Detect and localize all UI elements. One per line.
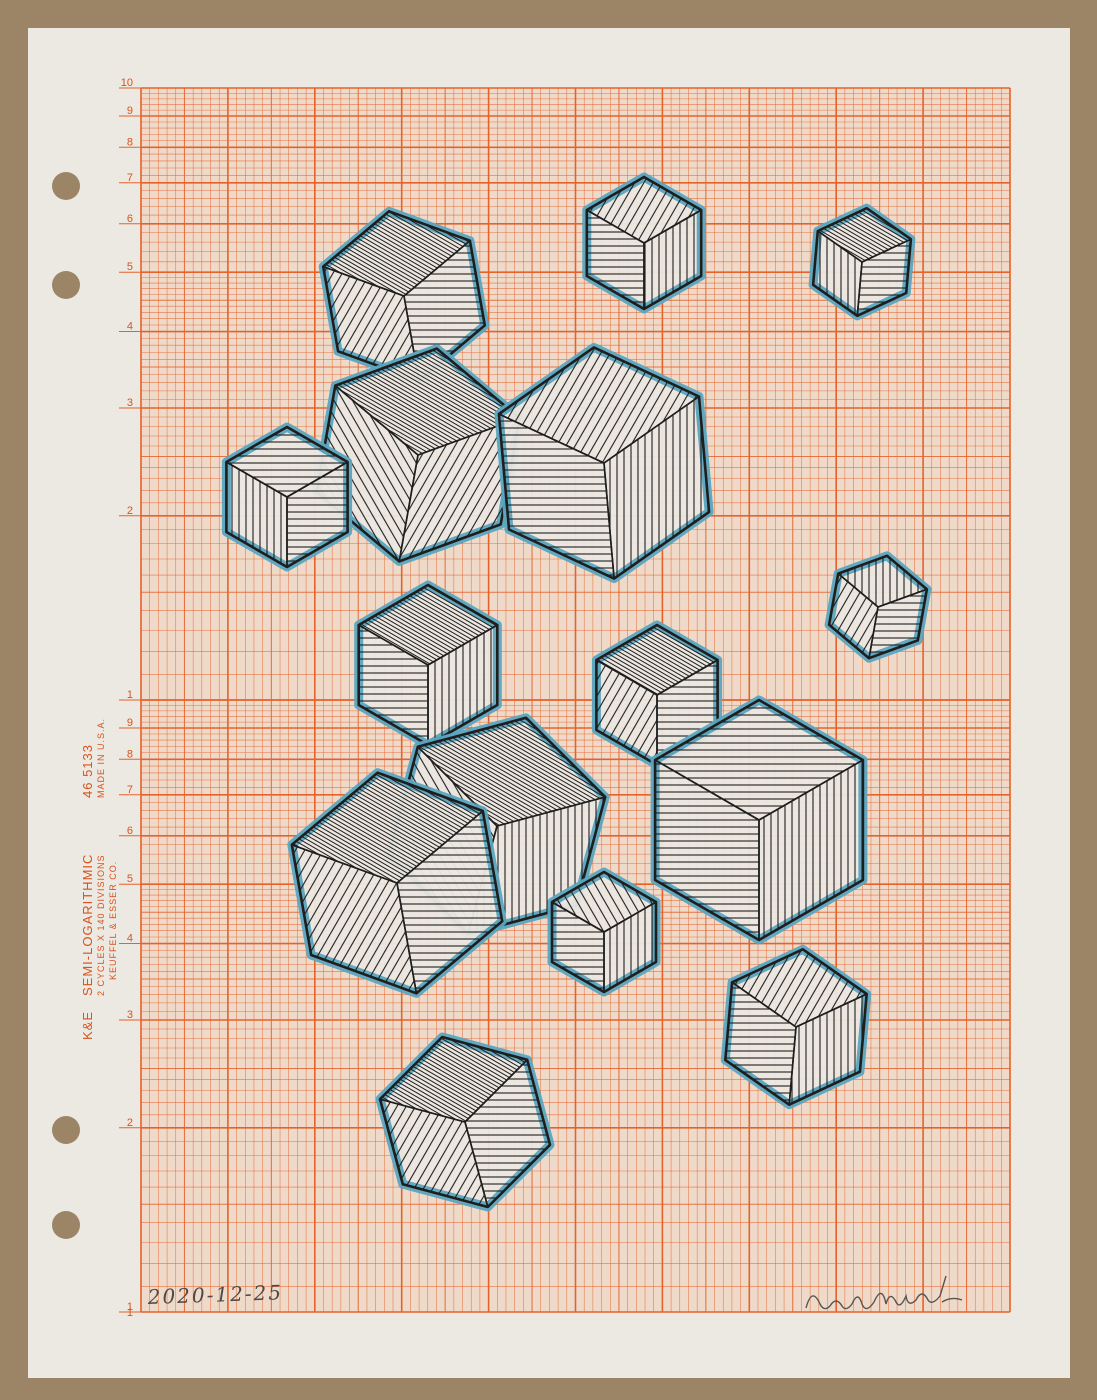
paper-imprint: K&E SEMI-LOGARITHMIC 46 5133 2 CYCLES X … bbox=[80, 718, 118, 1040]
imprint-divisions: 2 CYCLES X 140 DIVISIONS bbox=[96, 854, 106, 996]
hatched-cube bbox=[582, 172, 706, 314]
binder-hole bbox=[52, 1116, 80, 1144]
scale-label: 10 bbox=[121, 77, 133, 89]
hatched-cube bbox=[650, 695, 868, 945]
hatched-cube bbox=[318, 206, 490, 386]
scale-label: 9 bbox=[127, 105, 133, 117]
scale-label: 3 bbox=[127, 397, 133, 409]
hatched-cube bbox=[591, 620, 723, 770]
cube-outline bbox=[225, 425, 349, 569]
scale-label: 1 bbox=[127, 1307, 133, 1319]
scale-label: 3 bbox=[127, 1009, 133, 1021]
scale-label: 7 bbox=[127, 784, 133, 796]
imprint-maker: KEUFFEL & ESSER CO. bbox=[108, 861, 118, 980]
imprint-catalog-number: 46 5133 bbox=[80, 744, 95, 798]
cube-outline bbox=[585, 175, 703, 311]
binder-hole bbox=[52, 1211, 80, 1239]
scale-label: 4 bbox=[127, 321, 133, 333]
binder-hole bbox=[52, 271, 80, 299]
scale-label: 4 bbox=[127, 933, 133, 945]
hatched-cube bbox=[808, 203, 916, 321]
cube-outline bbox=[550, 870, 658, 994]
scale-label: 7 bbox=[127, 172, 133, 184]
imprint-origin: MADE IN U.S.A. bbox=[96, 718, 106, 798]
cube-outline bbox=[811, 206, 913, 318]
cube-outline bbox=[497, 346, 711, 580]
hatched-cube bbox=[375, 1032, 555, 1212]
scale-label: 6 bbox=[127, 825, 133, 837]
scale-label: 2 bbox=[127, 505, 133, 517]
scale-label: 9 bbox=[127, 717, 133, 729]
scale-label: 6 bbox=[127, 213, 133, 225]
handwritten-date: 2020-12-25 bbox=[146, 1280, 283, 1309]
scale-label: 2 bbox=[127, 1117, 133, 1129]
hatched-cube bbox=[824, 551, 932, 663]
scale-label: 5 bbox=[127, 261, 133, 273]
binder-hole bbox=[52, 172, 80, 200]
imprint-title: SEMI-LOGARITHMIC bbox=[80, 854, 95, 996]
scale-label: 8 bbox=[127, 748, 133, 760]
cube-outline bbox=[827, 554, 929, 660]
binder-holes bbox=[52, 172, 80, 1239]
hatched-cube bbox=[221, 422, 353, 572]
scale-label: 1 bbox=[127, 689, 133, 701]
hatched-cube bbox=[494, 342, 714, 584]
cube-outline bbox=[653, 698, 865, 942]
cube-outline bbox=[290, 771, 504, 995]
scale-label: 8 bbox=[127, 136, 133, 148]
hatched-cube bbox=[287, 768, 507, 998]
cube-outline bbox=[378, 1035, 552, 1209]
imprint-logo: K&E bbox=[80, 1011, 95, 1040]
cube-outline bbox=[723, 947, 869, 1106]
hatched-cube bbox=[547, 867, 661, 997]
scale-label: 5 bbox=[127, 873, 133, 885]
hatched-cube bbox=[354, 580, 502, 750]
cube-drawing bbox=[221, 172, 932, 1212]
scale-label: 1 bbox=[127, 1301, 133, 1313]
hatched-cube bbox=[720, 944, 872, 1110]
artist-signature bbox=[805, 1275, 963, 1310]
